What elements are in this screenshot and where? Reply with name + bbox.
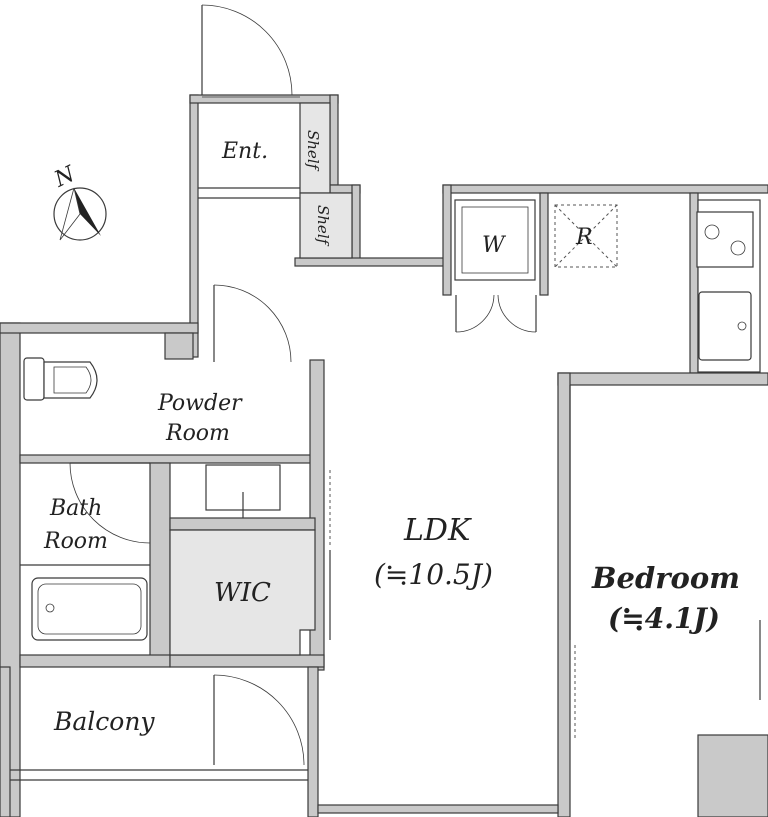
bedroom-size-label: (≒4.1J) [608, 602, 720, 635]
balcony-label: Balcony [53, 707, 155, 736]
balcony: Balcony [10, 674, 308, 781]
powder-room-label-line2: Room [165, 421, 230, 446]
bathtub [31, 577, 148, 641]
wic-label: WIC [214, 578, 271, 608]
washer-closet-doors [455, 294, 537, 333]
bath-room-label-line2: Room [43, 529, 108, 554]
vanity-sink [205, 464, 281, 518]
refrigerator-label: R [575, 225, 593, 250]
compass: N [50, 161, 107, 241]
stove-burner-icon [730, 240, 746, 256]
kitchen-counter [696, 199, 761, 373]
powder-room-door [213, 284, 292, 363]
shelf-lower [299, 192, 353, 259]
stove-burner-icon [704, 224, 720, 240]
kitchen-sink [698, 291, 752, 361]
entrance-door [201, 4, 300, 98]
ldk-label: LDK [403, 513, 472, 548]
bath-room-label-line1: Bath [49, 496, 102, 521]
bath-door [69, 462, 151, 544]
shelf-upper-label: Shelf [304, 130, 322, 172]
toilet [23, 357, 98, 401]
ldk-size-label: (≒10.5J) [374, 558, 493, 591]
powder-room-label-line1: Powder [157, 391, 243, 416]
compass-arrow-icon [74, 188, 101, 236]
bedroom-label: Bedroom [591, 561, 740, 595]
shelf-upper [299, 102, 331, 194]
washer: W [454, 199, 536, 281]
washer-label: W [482, 233, 507, 258]
wic: WIC [169, 529, 316, 656]
entrance-label: Ent. [221, 139, 268, 164]
shelf-lower-label: Shelf [314, 205, 332, 247]
refrigerator: R [554, 204, 618, 268]
walls [0, 94, 768, 817]
